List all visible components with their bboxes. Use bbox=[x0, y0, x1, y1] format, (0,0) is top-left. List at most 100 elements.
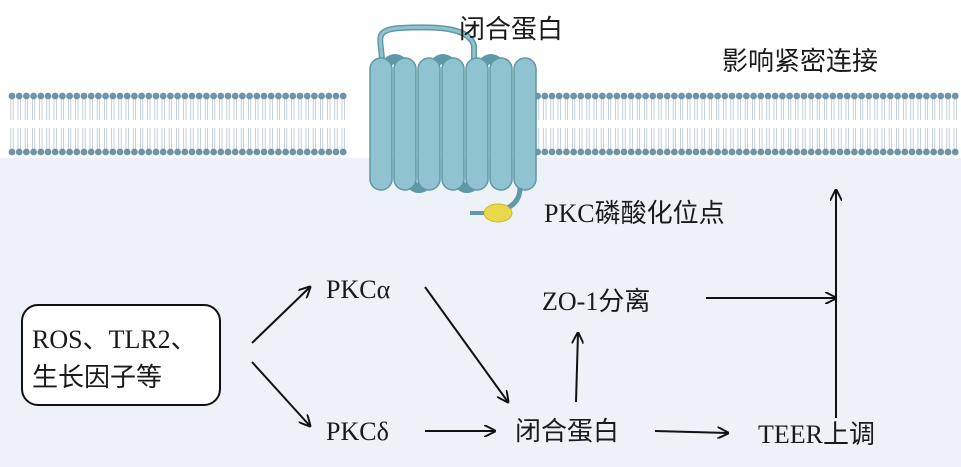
lipid-head bbox=[37, 92, 45, 100]
lipid-head bbox=[80, 92, 88, 100]
lipid-head bbox=[174, 148, 182, 156]
lipid-head bbox=[311, 92, 318, 100]
lipid-head bbox=[289, 148, 297, 156]
lipid-head bbox=[152, 148, 160, 156]
lipid-head bbox=[289, 92, 297, 100]
lipid-head bbox=[685, 92, 693, 100]
arrow-claudin-to-zo1 bbox=[576, 333, 578, 403]
lipid-head bbox=[699, 92, 707, 100]
lipid-head bbox=[901, 92, 909, 100]
arrow-stimuli-to-pkc-delta bbox=[251, 361, 310, 426]
lipid-head bbox=[923, 148, 930, 156]
lipid-head bbox=[865, 92, 873, 100]
lipid-head bbox=[627, 148, 635, 156]
lipid-head bbox=[671, 92, 678, 100]
claudin-top-label: 闭合蛋白 bbox=[459, 15, 563, 45]
lipid-head bbox=[721, 92, 729, 100]
lipid-head bbox=[59, 92, 66, 100]
lipid-head bbox=[743, 148, 750, 156]
lipid-head bbox=[95, 148, 102, 156]
lipid-head bbox=[714, 148, 721, 156]
lipid-head bbox=[159, 148, 167, 156]
lipid-head bbox=[800, 148, 808, 156]
lipid-head bbox=[699, 148, 707, 156]
lipid-head bbox=[203, 148, 210, 156]
lipid-head bbox=[793, 92, 801, 100]
lipid-head bbox=[555, 148, 563, 156]
lipid-head bbox=[930, 92, 937, 100]
phospho-site-marker bbox=[483, 203, 513, 223]
lipid-head bbox=[555, 92, 563, 100]
lipid-head bbox=[642, 148, 649, 156]
lipid-head bbox=[937, 148, 945, 156]
lipid-head bbox=[109, 148, 117, 156]
lipid-head bbox=[613, 92, 621, 100]
lipid-head bbox=[15, 148, 23, 156]
lipid-head bbox=[887, 92, 894, 100]
transmembrane-helix bbox=[417, 57, 441, 191]
lipid-head bbox=[231, 148, 239, 156]
lipid-head bbox=[116, 92, 124, 100]
lipid-head bbox=[735, 92, 743, 100]
lipid-head bbox=[757, 92, 765, 100]
lipid-head bbox=[66, 92, 73, 100]
lipid-head bbox=[591, 148, 599, 156]
claudin-node: 闭合蛋白 bbox=[515, 417, 619, 447]
lipid-head bbox=[253, 92, 261, 100]
transmembrane-helix bbox=[369, 57, 393, 191]
lipid-head bbox=[325, 148, 333, 156]
lipid-head bbox=[894, 148, 901, 156]
stimuli-line1: ROS、TLR2、 bbox=[32, 325, 197, 354]
lipid-head bbox=[937, 92, 945, 100]
lipid-head bbox=[30, 148, 37, 156]
lipid-head bbox=[73, 148, 81, 156]
lipid-head bbox=[224, 92, 232, 100]
lipid-head bbox=[570, 92, 577, 100]
zo1-node: ZO-1分离 bbox=[542, 287, 650, 316]
arrow-claudin-to-teer bbox=[654, 431, 728, 433]
pkc-alpha-node: PKCα bbox=[326, 275, 391, 304]
lipid-head bbox=[627, 92, 635, 100]
lipid-head bbox=[131, 148, 138, 156]
lipid-head bbox=[843, 148, 851, 156]
lipid-head bbox=[887, 148, 894, 156]
lipid-head bbox=[246, 92, 254, 100]
lipid-head bbox=[311, 148, 318, 156]
lipid-head bbox=[851, 148, 858, 156]
lipid-head bbox=[224, 148, 232, 156]
lipid-head bbox=[548, 92, 556, 100]
transmembrane-helix bbox=[513, 57, 537, 191]
lipid-head bbox=[786, 148, 793, 156]
lipid-head bbox=[239, 92, 246, 100]
lipid-head bbox=[123, 148, 131, 156]
lipid-head bbox=[793, 148, 801, 156]
lipid-head bbox=[563, 148, 570, 156]
lipid-head bbox=[95, 92, 102, 100]
lipid-head bbox=[750, 92, 757, 100]
lipid-head bbox=[203, 92, 210, 100]
lipid-head bbox=[210, 92, 218, 100]
lipid-head bbox=[865, 148, 873, 156]
lipid-head bbox=[131, 92, 138, 100]
lipid-head bbox=[174, 92, 182, 100]
lipid-head bbox=[649, 148, 657, 156]
lipid-head bbox=[167, 148, 174, 156]
lipid-head bbox=[807, 92, 815, 100]
lipid-head bbox=[930, 148, 937, 156]
lipid-head bbox=[678, 92, 685, 100]
lipid-head bbox=[59, 148, 66, 156]
lipid-head bbox=[181, 148, 189, 156]
lipid-head bbox=[267, 148, 275, 156]
lipid-head bbox=[303, 92, 311, 100]
teer-node: TEER上调 bbox=[758, 420, 875, 449]
lipid-head bbox=[764, 92, 772, 100]
lipid-head bbox=[145, 148, 153, 156]
lipid-head bbox=[339, 92, 347, 100]
lipid-head bbox=[599, 92, 606, 100]
lipid-head bbox=[188, 92, 196, 100]
lipid-head bbox=[815, 92, 822, 100]
lipid-head bbox=[282, 92, 289, 100]
lipid-head bbox=[66, 148, 73, 156]
lipid-head bbox=[217, 148, 225, 156]
lipid-head bbox=[591, 92, 599, 100]
